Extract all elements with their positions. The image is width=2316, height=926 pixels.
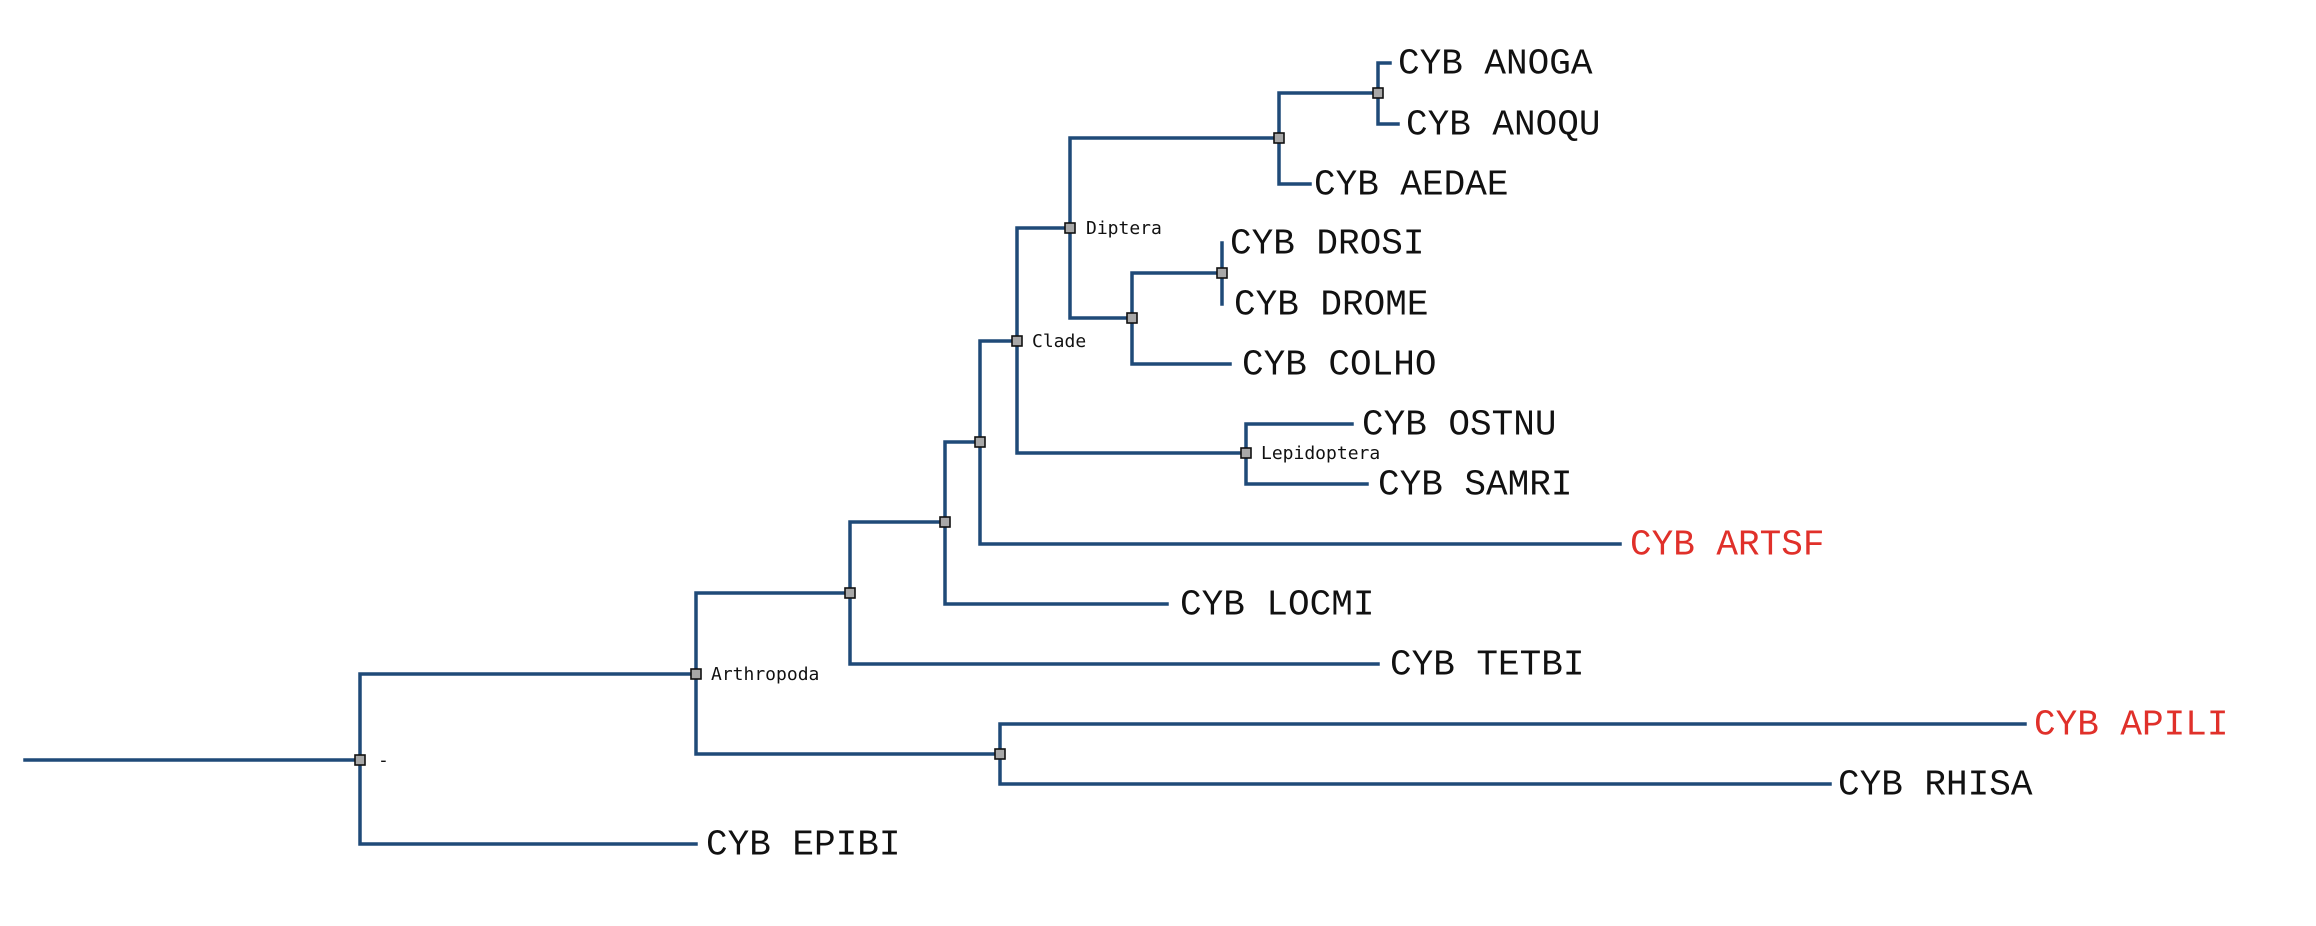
- node-root[interactable]: [354, 754, 366, 766]
- root-node-label: -: [378, 750, 389, 771]
- leaf-label-artsf[interactable]: CYB ARTSF: [1630, 525, 1824, 566]
- leaf-label-epibi[interactable]: CYB EPIBI: [706, 825, 900, 866]
- leaf-label-locmi[interactable]: CYB LOCMI: [1180, 585, 1374, 626]
- node-clade[interactable]: [1011, 335, 1023, 347]
- leaf-labels: CYB ANOGA CYB ANOQU CYB AEDAE CYB DROSI …: [706, 44, 2228, 866]
- clade-label-diptera: Diptera: [1086, 218, 1162, 239]
- leaf-label-tetbi[interactable]: CYB TETBI: [1390, 645, 1584, 686]
- leaf-label-ostnu[interactable]: CYB OSTNU: [1362, 405, 1556, 446]
- leaf-label-drosi[interactable]: CYB DROSI: [1230, 224, 1424, 265]
- branch-n4: [1130, 271, 1232, 366]
- leaf-label-anoga[interactable]: CYB ANOGA: [1398, 44, 1593, 85]
- leaf-label-drome[interactable]: CYB DROME: [1234, 285, 1428, 326]
- node-drosophila[interactable]: [1216, 267, 1228, 279]
- clade-label-arthropoda: Arthropoda: [711, 664, 819, 685]
- leaf-label-samri[interactable]: CYB SAMRI: [1378, 465, 1572, 506]
- leaf-label-aedae[interactable]: CYB AEDAE: [1314, 165, 1508, 206]
- node-n5[interactable]: [994, 748, 1006, 760]
- node-n4[interactable]: [1126, 312, 1138, 324]
- clade-label-clade: Clade: [1032, 331, 1086, 352]
- leaf-label-apili[interactable]: CYB APILI: [2034, 705, 2228, 746]
- node-arthropoda[interactable]: [690, 668, 702, 680]
- node-lepidoptera[interactable]: [1240, 447, 1252, 459]
- clade-labels: - Arthropoda Clade Diptera Lepidoptera: [378, 218, 1380, 771]
- clade-label-lepidoptera: Lepidoptera: [1261, 443, 1380, 464]
- leaf-label-colho[interactable]: CYB COLHO: [1242, 345, 1436, 386]
- leaf-label-anoqu[interactable]: CYB ANOQU: [1406, 105, 1600, 146]
- node-diptera[interactable]: [1064, 222, 1076, 234]
- leaf-label-rhisa[interactable]: CYB RHISA: [1838, 765, 2033, 806]
- tree-nodes: [354, 87, 1384, 766]
- node-n2[interactable]: [939, 516, 951, 528]
- tree-branches: [23, 61, 2027, 846]
- node-n1[interactable]: [844, 587, 856, 599]
- branch-root-children: [358, 672, 698, 846]
- node-anopheles[interactable]: [1372, 87, 1384, 99]
- node-n3[interactable]: [974, 436, 986, 448]
- node-mosquito[interactable]: [1273, 132, 1285, 144]
